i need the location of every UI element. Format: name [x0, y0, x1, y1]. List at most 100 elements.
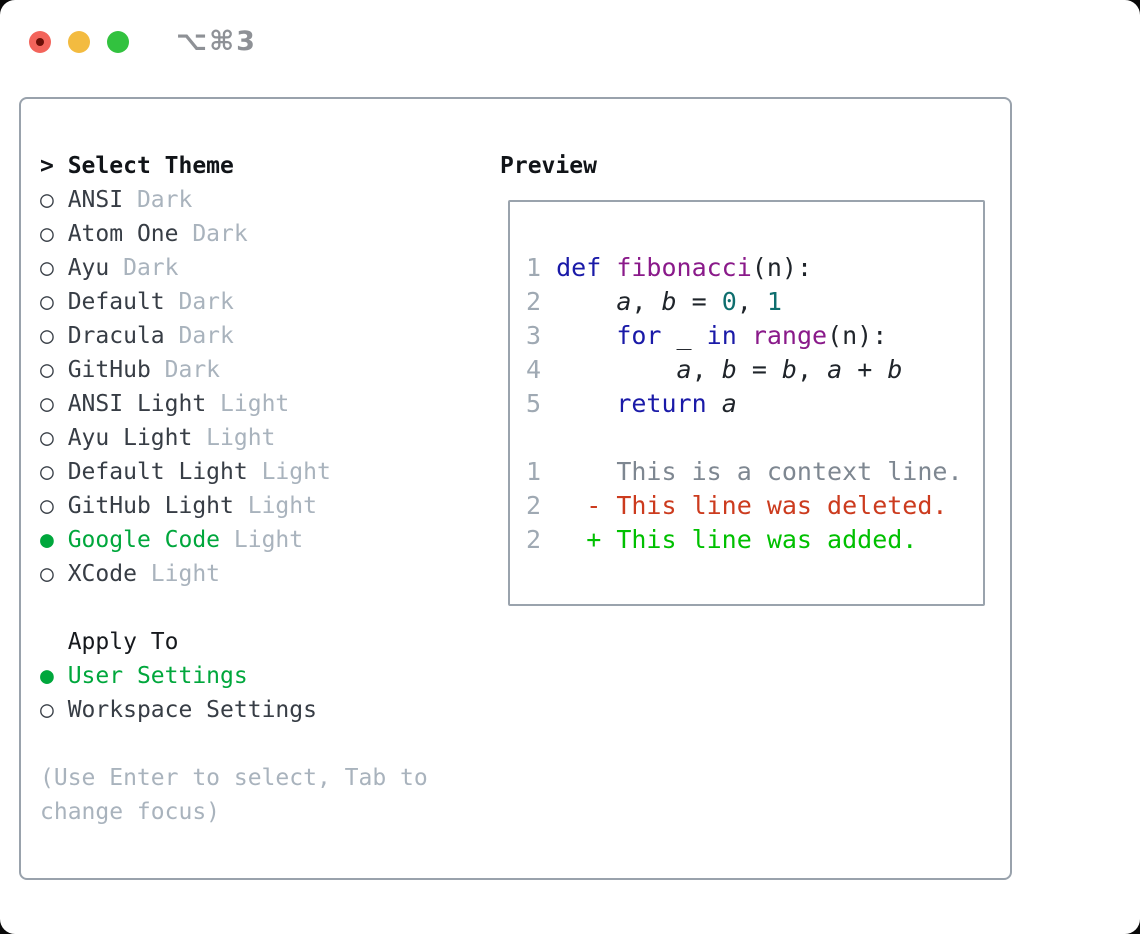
radio-icon: ○ — [40, 187, 54, 213]
titlebar: ⌥⌘3 — [29, 26, 257, 57]
option-variant-label: Light — [150, 561, 221, 587]
token-ctx: This is a context line. — [556, 457, 963, 486]
option-variant-label: Light — [233, 527, 304, 553]
theme-option-dracula[interactable]: ○ Dracula Dark — [40, 319, 470, 353]
token-pl: , — [631, 287, 662, 316]
apply-to-list: ●User Settings ○ Workspace Settings — [40, 659, 470, 727]
option-label: Google Code — [67, 527, 221, 553]
selected-radio-icon: ● — [40, 527, 54, 553]
radio-icon: ○ — [40, 289, 54, 315]
token-pl: = — [736, 355, 782, 384]
option-variant-label: Dark — [136, 187, 193, 213]
option-variant-label: Dark — [178, 323, 234, 349]
line-number: 4 — [526, 355, 542, 384]
token-kw: in — [706, 321, 737, 350]
preview-line: 1 This is a context line. — [526, 455, 983, 489]
preview-title: Preview — [500, 153, 597, 179]
line-number: 1 — [526, 457, 542, 486]
token-pl: , — [796, 355, 828, 384]
option-variant-label: Dark — [164, 357, 221, 383]
token-fn: range — [751, 321, 828, 350]
token-var: b — [887, 355, 903, 384]
token-var: b — [721, 355, 737, 384]
radio-icon: ○ — [40, 425, 54, 451]
token-var: a — [676, 355, 692, 384]
preview-line — [526, 421, 983, 455]
picker-title: >Select Theme — [40, 149, 470, 183]
line-number: 3 — [526, 321, 542, 350]
token-var: b — [661, 287, 677, 316]
apply-option-user-settings[interactable]: ●User Settings — [40, 659, 470, 693]
token-pl: _ — [661, 321, 707, 350]
line-number: 2 — [526, 525, 542, 554]
zoom-button[interactable] — [107, 30, 129, 53]
theme-option-google-code[interactable]: ● Google Code Light — [40, 523, 470, 557]
token-pl — [556, 287, 616, 316]
theme-option-github[interactable]: ○ GitHub Dark — [40, 353, 470, 387]
option-label: Workspace Settings — [67, 697, 317, 723]
minimize-button[interactable] — [68, 30, 90, 53]
token-pl — [556, 491, 586, 520]
option-variant-label: Dark — [178, 289, 234, 315]
record-dot-icon — [36, 37, 44, 46]
help-text: (Use Enter to select, Tab to change focu… — [40, 765, 428, 825]
token-var: a — [827, 355, 843, 384]
preview-line: 2 a, b = 0, 1 — [526, 285, 983, 319]
theme-option-xcode[interactable]: ○ XCode Light — [40, 557, 470, 591]
option-label: Default — [67, 289, 165, 315]
option-variant-label: Light — [206, 425, 276, 451]
option-variant-label: Light — [247, 493, 317, 519]
token-fn: fibonacci — [616, 253, 752, 282]
option-label: Atom One — [67, 221, 179, 247]
picker-title-label: Select Theme — [67, 153, 234, 179]
token-pl — [556, 355, 676, 384]
line-number: 1 — [526, 253, 542, 282]
radio-icon: ○ — [40, 561, 54, 587]
token-pl — [737, 321, 752, 350]
radio-icon: ○ — [40, 357, 54, 383]
option-label: GitHub Light — [67, 493, 234, 519]
preview-line: 4 a, b = b, a + b — [526, 353, 983, 387]
theme-option-default[interactable]: ○ Default Dark — [40, 285, 470, 319]
token-pl — [556, 389, 616, 418]
radio-icon: ○ — [40, 493, 54, 519]
preview-line: 2 - This line was deleted. — [526, 489, 983, 523]
theme-option-github-light[interactable]: ○ GitHub Light Light — [40, 489, 470, 523]
option-label: XCode — [67, 561, 137, 587]
token-lit: 1 — [766, 287, 782, 316]
option-variant-label: Dark — [123, 255, 179, 281]
apply-option-workspace-settings[interactable]: ○ Workspace Settings — [40, 693, 470, 727]
token-pl: = — [676, 287, 722, 316]
token-pl — [556, 525, 586, 554]
line-number: 2 — [526, 287, 542, 316]
option-label: Dracula — [67, 323, 165, 349]
token-pl — [601, 253, 616, 282]
token-var: a — [616, 287, 632, 316]
option-label: Ayu — [67, 255, 110, 281]
radio-icon: ○ — [40, 323, 54, 349]
radio-icon: ○ — [40, 255, 54, 281]
close-button[interactable] — [29, 30, 51, 53]
option-label: ANSI Light — [67, 391, 207, 417]
theme-option-ayu[interactable]: ○ Ayu Dark — [40, 251, 470, 285]
radio-icon: ○ — [40, 391, 54, 417]
preview-line: 2 + This line was added. — [526, 523, 983, 557]
option-label: GitHub — [67, 357, 151, 383]
radio-icon: ○ — [40, 697, 54, 723]
line-number: 2 — [526, 491, 542, 520]
token-pl: (n): — [827, 321, 888, 350]
option-label: Default Light — [67, 459, 248, 485]
preview-line: 3 for _ in range(n): — [526, 319, 983, 353]
preview-line: 5 return a — [526, 387, 983, 421]
token-pl: , — [691, 355, 722, 384]
